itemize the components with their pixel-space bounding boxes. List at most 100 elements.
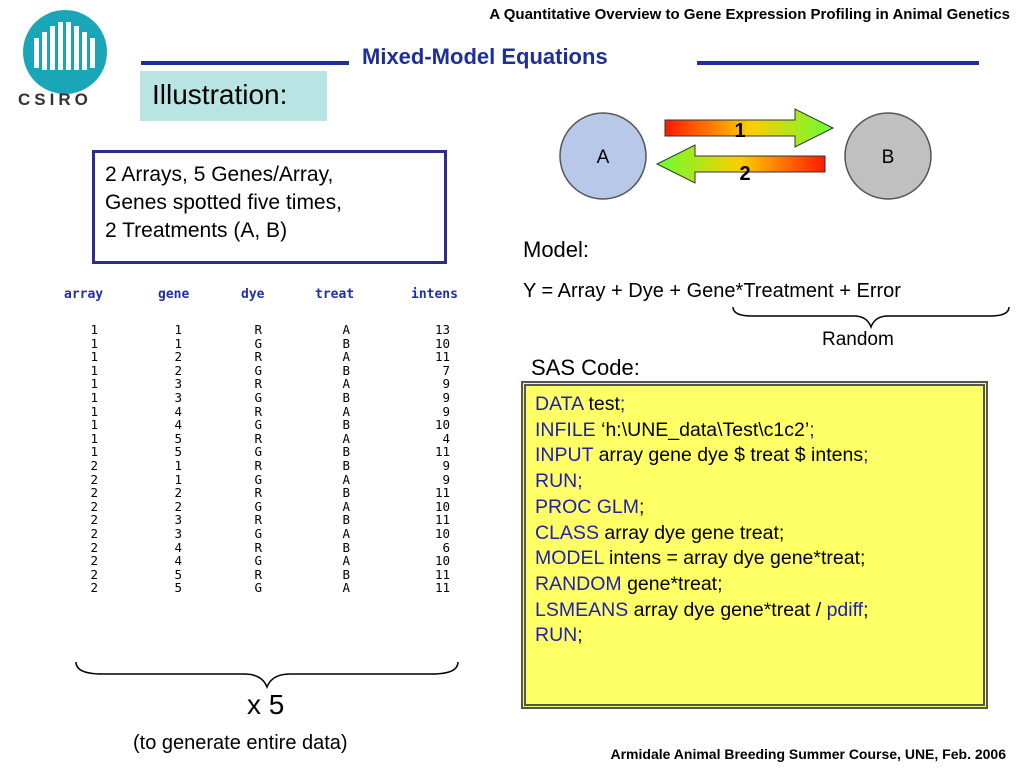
table-cell-treat: A (342, 471, 350, 487)
table-cell-intens: 11 (434, 485, 450, 501)
table-cell-array: 2 (90, 458, 98, 473)
code-keyword: RUN (535, 624, 578, 647)
code-line: DATA test; (535, 392, 974, 418)
table-cell-treat: A (342, 498, 350, 514)
table-cell-gene: 1 (174, 335, 182, 351)
table-cell-dye: G (254, 471, 262, 487)
code-text: array dye gene treat; (598, 521, 785, 544)
table-cell-dye: R (254, 349, 262, 365)
code-text: array dye gene*treat / (628, 598, 827, 621)
table-cell-intens: 9 (442, 376, 450, 392)
brace-icon (75, 661, 459, 690)
table-cell-intens: 9 (442, 458, 450, 473)
table-cell-gene: 2 (174, 485, 182, 501)
table-cell-dye: G (254, 444, 262, 460)
table-cell-dye: R (254, 539, 262, 555)
table-cell-dye: R (254, 376, 262, 392)
table-cell-intens: 4 (442, 430, 450, 446)
table-cell-array: 2 (90, 512, 98, 528)
code-tail: ; (639, 495, 645, 518)
code-text: intens = array dye gene*treat; (603, 547, 866, 570)
table-cell-array: 2 (90, 526, 98, 541)
table-cell-array: 1 (90, 335, 98, 351)
table-cell-dye: R (254, 512, 262, 528)
table-cell-gene: 4 (174, 417, 182, 433)
code-keyword: PROC GLM (535, 495, 640, 518)
table-cell-intens: 10 (434, 417, 450, 433)
table-cell-array: 2 (90, 498, 98, 514)
code-keyword: MODEL (535, 547, 604, 570)
table-cell-intens: 10 (434, 553, 450, 569)
code-line: PROC GLM; (535, 495, 974, 521)
table-cell-dye: R (254, 430, 262, 446)
table-cell-array: 2 (90, 539, 98, 555)
table-cell-treat: B (342, 335, 350, 351)
code-keyword: DATA (535, 393, 584, 415)
table-cell-array: 2 (90, 553, 98, 569)
code-keyword: CLASS (535, 521, 599, 544)
code-keyword: RANDOM (535, 572, 622, 595)
table-cell-dye: G (254, 362, 262, 378)
column-header: intens (411, 287, 458, 302)
design-description: 2 Arrays, 5 Genes/Array, Genes spotted f… (92, 150, 447, 264)
logo-text: CSIRO (18, 90, 92, 109)
table-cell-treat: A (342, 349, 350, 365)
table-cell-dye: R (254, 322, 262, 337)
table-row: 1 2 R A 11 (52, 349, 482, 365)
code-text: array gene dye $ treat $ intens (593, 444, 864, 467)
table-cell-treat: A (342, 430, 350, 446)
slide-title: Mixed-Model Equations (362, 44, 608, 69)
table-cell-gene: 2 (174, 498, 182, 514)
sas-code-box: DATA test; INFILE ‘h:\UNE_data\Test\c1c2… (521, 381, 988, 709)
table-cell-array: 1 (90, 403, 98, 419)
table-cell-gene: 4 (174, 539, 182, 555)
table-cell-treat: A (342, 322, 350, 337)
sas-code-label: SAS Code: (531, 355, 640, 380)
model-equation: Y = Array + Dye + Gene*Treatment + Error (523, 280, 901, 302)
table-cell-array: 1 (90, 362, 98, 378)
table-cell-array: 2 (90, 566, 98, 582)
code-line: INFILE ‘h:\UNE_data\Test\c1c2’; (535, 418, 974, 444)
table-cell-dye: G (254, 526, 262, 541)
table-cell-gene: 1 (174, 471, 182, 487)
table-cell-treat: A (342, 526, 350, 541)
table-cell-array: 1 (90, 376, 98, 392)
table-cell-array: 1 (90, 349, 98, 365)
column-header: array (64, 287, 104, 302)
table-cell-intens: 13 (434, 322, 450, 337)
code-text: test (583, 393, 620, 415)
node-b-label: B (882, 147, 895, 168)
table-cell-gene: 2 (174, 349, 182, 365)
table-cell-intens: 11 (434, 349, 450, 365)
table-cell-array: 2 (90, 485, 98, 501)
table-cell-dye: G (254, 335, 262, 351)
table-cell-gene: 5 (174, 580, 182, 596)
table-cell-array: 1 (90, 390, 98, 405)
table-cell-gene: 5 (174, 430, 182, 446)
table-cell-treat: B (342, 566, 350, 582)
column-header: treat (315, 287, 355, 302)
table-cell-treat: A (342, 553, 350, 569)
table-cell-treat: B (342, 458, 350, 473)
multiplier-note: (to generate entire data) (133, 732, 348, 754)
design-line: 2 Treatments (A, B) (105, 219, 288, 242)
arrow-1 (664, 108, 835, 148)
arrow-2-label: 2 (739, 163, 750, 185)
table-cell-treat: B (342, 512, 350, 528)
code-line: RUN; (535, 623, 974, 649)
table-cell-treat: A (342, 580, 350, 596)
multiplier-label: x 5 (247, 689, 285, 720)
table-cell-gene: 4 (174, 403, 182, 419)
table-cell-intens: 6 (442, 539, 450, 555)
code-tail: ; (809, 418, 815, 441)
node-b (844, 112, 932, 200)
arrow-2 (655, 144, 826, 184)
table-cell-array: 2 (90, 471, 98, 487)
